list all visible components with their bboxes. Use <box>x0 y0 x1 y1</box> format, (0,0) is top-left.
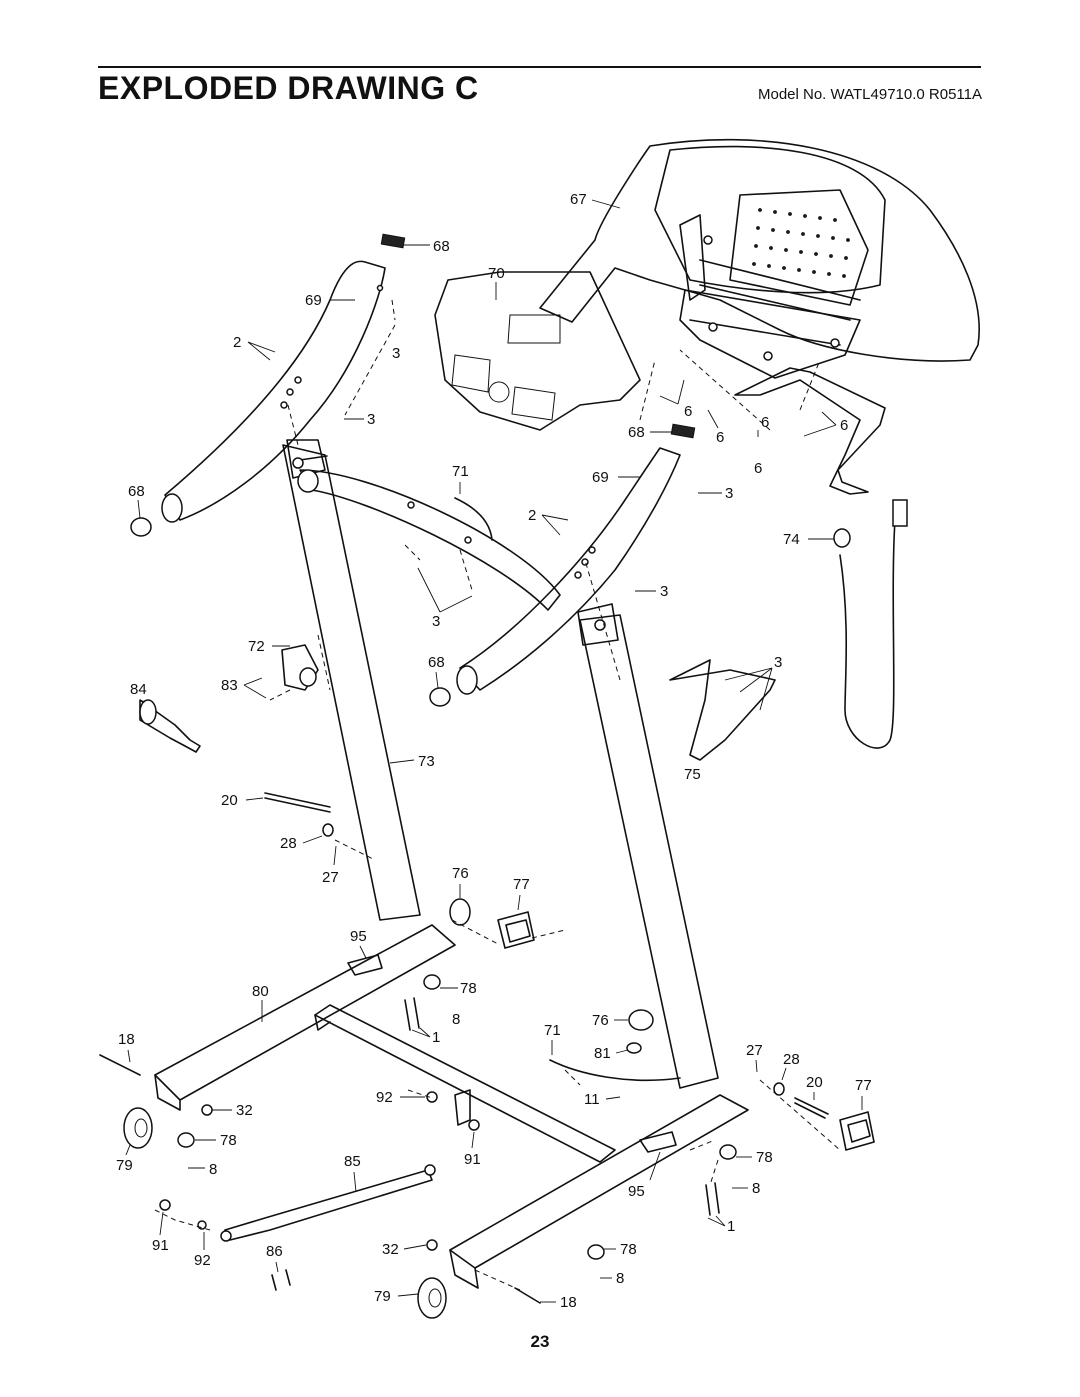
callout-label: 18 <box>560 1294 577 1311</box>
callout-label: 20 <box>221 792 238 809</box>
callout-label: 79 <box>374 1288 391 1305</box>
callout-label: 18 <box>118 1031 135 1048</box>
callout-label: 78 <box>220 1132 237 1149</box>
callout-label: 92 <box>194 1252 211 1269</box>
speaker-grille-dots <box>752 208 850 278</box>
callout-label: 6 <box>684 403 692 420</box>
callout-label: 6 <box>840 417 848 434</box>
callout-label: 68 <box>428 654 445 671</box>
callout-label: 6 <box>716 429 724 446</box>
callout-label: 95 <box>350 928 367 945</box>
callout-label: 1 <box>727 1218 735 1235</box>
callout-label: 85 <box>344 1153 361 1170</box>
callout-label: 95 <box>628 1183 645 1200</box>
callout-label: 2 <box>233 334 241 351</box>
small-hardware <box>99 497 908 1304</box>
callout-label: 80 <box>252 983 269 1000</box>
callout-label: 6 <box>754 460 762 477</box>
callout-label: 28 <box>783 1051 800 1068</box>
callout-label: 77 <box>513 876 530 893</box>
callout-label: 71 <box>452 463 469 480</box>
callout-label: 27 <box>322 869 339 886</box>
callout-label: 2 <box>528 507 536 524</box>
callout-label: 74 <box>783 531 800 548</box>
callout-label: 71 <box>544 1022 561 1039</box>
console-housing <box>539 138 980 495</box>
base-frame <box>154 924 749 1289</box>
right-upright <box>577 603 719 1089</box>
callout-label: 72 <box>248 638 265 655</box>
callout-label: 69 <box>592 469 609 486</box>
callout-labels: 67 68 70 69 2 3 3 68 71 69 2 3 6 6 6 6 6… <box>116 191 872 1311</box>
callout-label: 8 <box>452 1011 460 1028</box>
console-overlay <box>434 271 641 431</box>
callout-label: 32 <box>236 1102 253 1119</box>
page-number: 23 <box>530 1332 550 1351</box>
callout-label: 3 <box>660 583 668 600</box>
callout-label: 92 <box>376 1089 393 1106</box>
callout-label: 75 <box>684 766 701 783</box>
callout-label: 8 <box>616 1270 624 1287</box>
callout-label: 68 <box>628 424 645 441</box>
callout-label: 76 <box>592 1012 609 1029</box>
callout-label: 86 <box>266 1243 283 1260</box>
callout-label: 28 <box>280 835 297 852</box>
callout-label: 78 <box>460 980 477 997</box>
callout-label: 77 <box>855 1077 872 1094</box>
callout-label: 84 <box>130 681 147 698</box>
callout-label: 76 <box>452 865 469 882</box>
callout-label: 32 <box>382 1241 399 1258</box>
callout-label: 81 <box>594 1045 611 1062</box>
callout-label: 1 <box>432 1029 440 1046</box>
callout-label: 73 <box>418 753 435 770</box>
wheels <box>123 1107 447 1319</box>
callout-label: 6 <box>761 414 769 431</box>
callout-label: 91 <box>152 1237 169 1254</box>
callout-label: 70 <box>488 265 505 282</box>
callout-label: 78 <box>620 1241 637 1258</box>
left-upright <box>282 439 561 921</box>
callout-label: 3 <box>725 485 733 502</box>
handrail-right <box>456 447 681 695</box>
callout-label: 11 <box>584 1091 600 1108</box>
callout-label: 3 <box>432 613 440 630</box>
callout-label: 27 <box>746 1042 763 1059</box>
callout-label: 67 <box>570 191 587 208</box>
callout-label: 3 <box>392 345 400 362</box>
model-number: Model No. WATL49710.0 R0511A <box>757 86 982 103</box>
callout-label: 78 <box>756 1149 773 1166</box>
callout-label: 79 <box>116 1157 133 1174</box>
callout-label: 20 <box>806 1074 823 1091</box>
shock <box>220 1164 436 1242</box>
callout-label: 69 <box>305 292 322 309</box>
header-rule <box>98 66 981 68</box>
assembly-lines <box>154 299 841 1291</box>
callout-label: 3 <box>774 654 782 671</box>
callout-label: 68 <box>128 483 145 500</box>
callout-label: 3 <box>367 411 375 428</box>
callout-label: 8 <box>752 1180 760 1197</box>
handrail-left <box>161 260 386 523</box>
callout-label: 83 <box>221 677 238 694</box>
callout-label: 68 <box>433 238 450 255</box>
callout-label: 8 <box>209 1161 217 1178</box>
end-caps <box>130 233 696 707</box>
page-title: EXPLODED DRAWING C <box>98 70 479 106</box>
callout-label: 91 <box>464 1151 481 1168</box>
